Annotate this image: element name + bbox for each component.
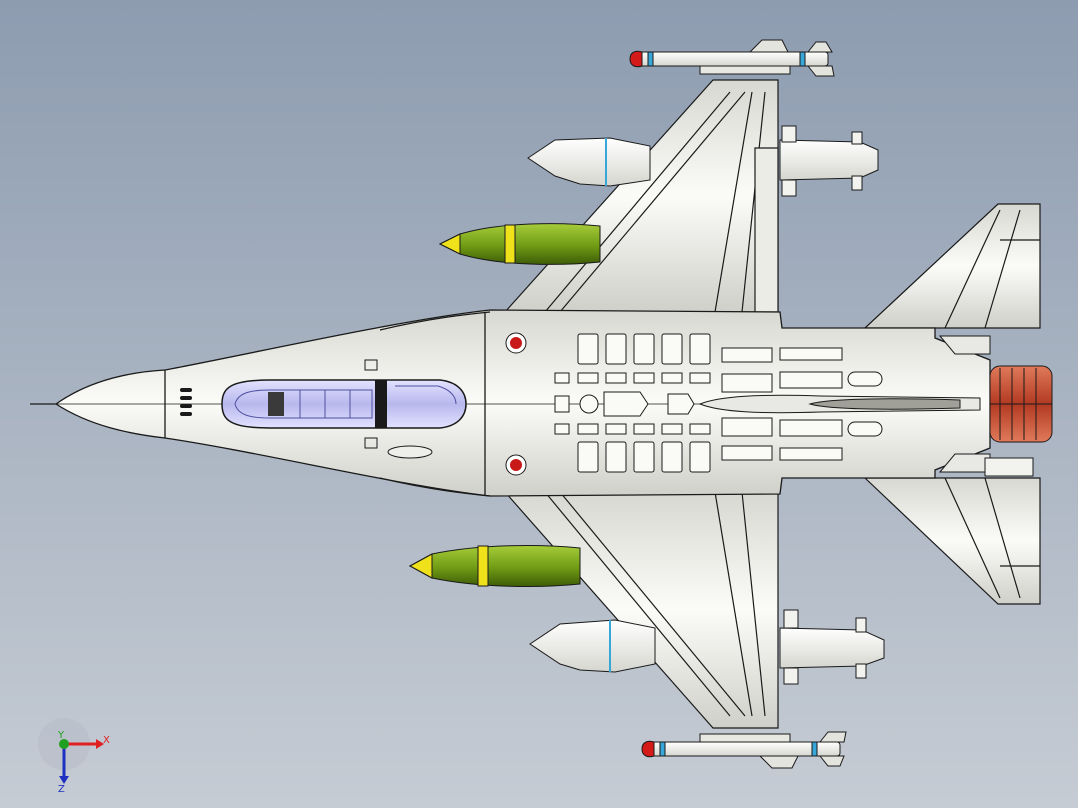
pylon-pod-lower-outer — [779, 609, 885, 685]
wingtip-missile-lower — [641, 731, 847, 769]
nose-vents — [180, 388, 192, 416]
canopy — [221, 379, 467, 429]
pylon-pod-upper-inner — [527, 137, 651, 187]
pylon-pod-upper-outer — [779, 125, 879, 197]
engine-nozzle — [989, 365, 1053, 443]
right-stabilizer — [863, 477, 1041, 605]
access-panels — [554, 333, 883, 473]
y-axis-dot — [59, 739, 69, 749]
rear-fairings — [938, 335, 1034, 477]
pylon-pod-lower-inner — [529, 619, 656, 673]
axis-triad: X Y Z — [38, 718, 110, 795]
left-stabilizer — [863, 203, 1041, 329]
z-axis-label: Z — [58, 784, 65, 795]
fuel-tank-upper — [438, 223, 601, 265]
y-axis-label: Y — [57, 730, 65, 741]
fuel-tank-lower — [408, 545, 581, 587]
canopy-details — [364, 359, 433, 459]
x-axis-label: X — [103, 735, 110, 746]
right-wing — [503, 491, 779, 729]
left-wing — [503, 79, 779, 313]
wingtip-missile-upper — [629, 39, 835, 77]
dorsal-spine — [698, 394, 981, 414]
roundels — [505, 332, 527, 476]
